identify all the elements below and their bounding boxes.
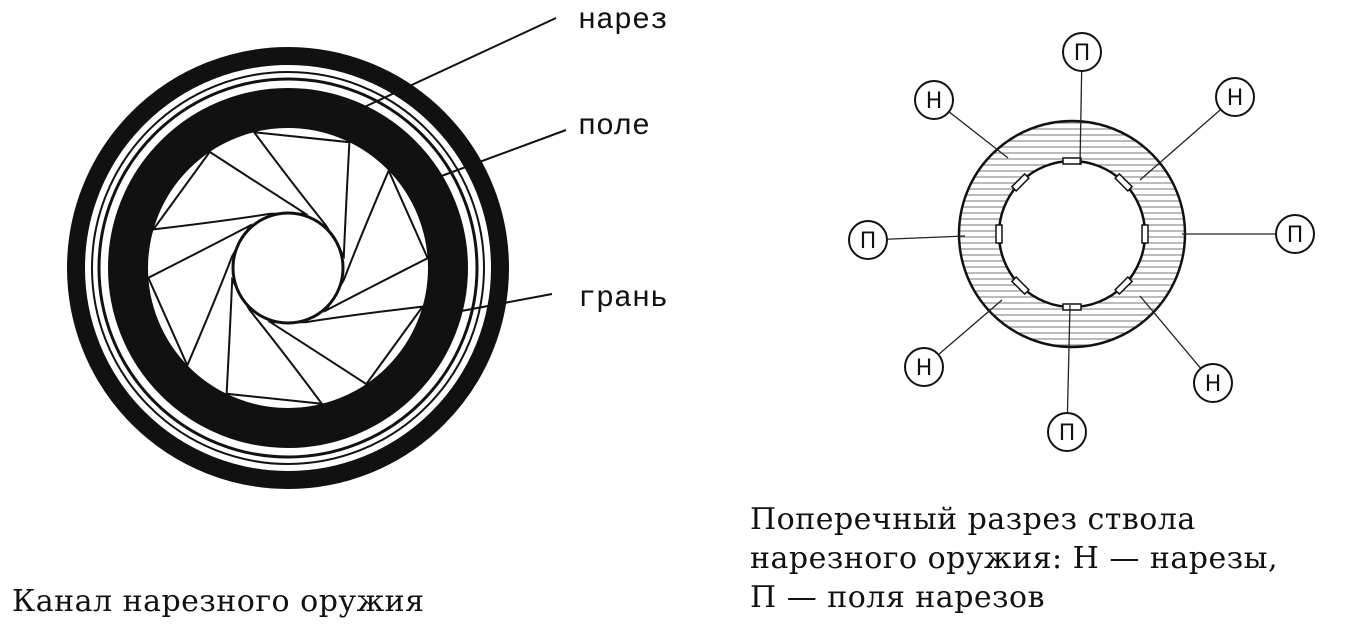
groove-blade [251, 130, 351, 260]
marker-p-bottom: П [1047, 412, 1087, 452]
cross-section-markers: П Н Н П П Н Н П [848, 32, 1315, 452]
marker-circle [1215, 77, 1255, 117]
groove-blade [323, 168, 430, 313]
cross-section-grooves [995, 157, 1149, 311]
marker-circle [904, 347, 944, 387]
bore-grooves [146, 130, 430, 406]
marker-text: П [1074, 41, 1091, 66]
groove-blade [146, 223, 253, 368]
label-groove: нарез [578, 4, 669, 38]
marker-text: Н [1227, 86, 1244, 111]
bore-body-ring [108, 88, 468, 448]
marker-circle [1193, 363, 1233, 403]
marker-p-top: П [1062, 32, 1102, 72]
marker-text: П [1287, 223, 1304, 248]
marker-text: П [1059, 421, 1076, 446]
bore-groove-notch [1114, 172, 1134, 192]
marker-text: Н [916, 356, 933, 381]
leader-line-groove [344, 17, 557, 117]
marker-p-left: П [848, 220, 888, 260]
groove-blade [225, 276, 325, 406]
cross-section-diagram: П Н Н П П Н Н П [848, 32, 1315, 452]
leader-p-bottom [1066, 304, 1071, 433]
groove-blade [266, 305, 425, 386]
marker-circle [1047, 412, 1087, 452]
marker-text: Н [926, 89, 943, 114]
marker-circle [1062, 32, 1102, 72]
leader-line-land [435, 129, 567, 179]
bore-center [231, 211, 345, 325]
bore-groove-notch [1010, 172, 1030, 192]
bore-groove-notch [1010, 276, 1030, 296]
marker-text: П [860, 229, 877, 254]
leader-line-edge [455, 293, 553, 313]
bore-outer-ring [67, 47, 509, 489]
caption-right-line-3: П — поля нарезов [750, 580, 1045, 615]
label-land: поле [578, 110, 651, 144]
marker-n-top-right: Н [1215, 77, 1255, 117]
bore-groove-notch [1114, 276, 1134, 296]
caption-right-line-2: нарезного оружия: Н — нарезы, [750, 541, 1279, 576]
marker-circle [914, 80, 954, 120]
bore-groove-notch [1141, 224, 1149, 244]
bore-groove-notch [1062, 303, 1082, 311]
label-edge: грань [578, 282, 669, 316]
caption-left: Канал нарезного оружия [12, 584, 425, 619]
bore-groove-notch [995, 224, 1003, 244]
marker-n-top-left: Н [914, 80, 954, 120]
bore-thin-ring-1 [91, 71, 485, 465]
bore-groove-notch [1062, 157, 1082, 165]
caption-right-line-1: Поперечный разрез ствола [750, 502, 1196, 537]
marker-circle [848, 220, 888, 260]
marker-n-bottom-left: Н [904, 347, 944, 387]
leader-n-top-right [1139, 96, 1236, 181]
groove-blade [151, 150, 310, 231]
marker-p-right: П [1275, 214, 1315, 254]
bore-thin-ring-2 [97, 77, 479, 459]
marker-text: Н [1205, 372, 1222, 397]
marker-circle [1275, 214, 1315, 254]
marker-n-bottom-right: Н [1193, 363, 1233, 403]
